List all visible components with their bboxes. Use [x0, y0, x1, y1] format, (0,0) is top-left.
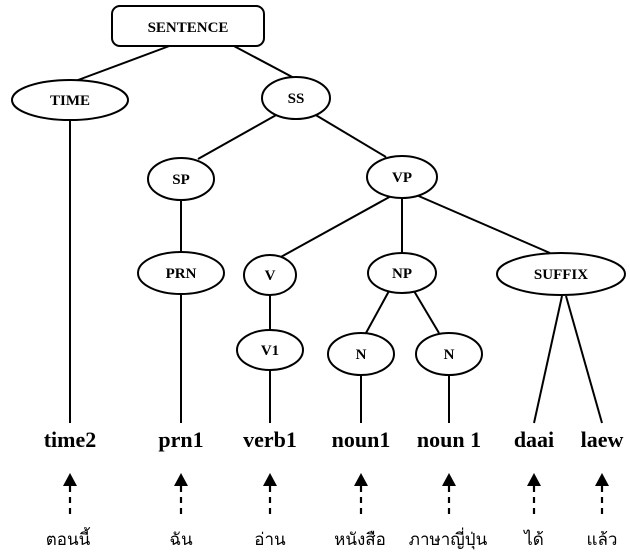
- node-prn: PRN: [137, 251, 225, 295]
- thai-word: ได้: [522, 529, 544, 550]
- node-time: TIME: [11, 79, 129, 121]
- leaf-daai: daai: [514, 427, 554, 452]
- leaf-row: time2 prn1 verb1 noun1 noun 1 daai laew: [44, 427, 624, 452]
- thai-word: อ่าน: [254, 530, 286, 550]
- leaf-laew: laew: [581, 427, 624, 452]
- edge-suffix-daai: [533, 295, 563, 424]
- node-ss-label: SS: [288, 91, 305, 107]
- node-v1: V1: [236, 329, 304, 371]
- mapping-arrows: [63, 473, 609, 514]
- thai-word-row: ตอนนี้ ฉัน อ่าน หนังสือ ภาษาญี่ปุ่น ได้ …: [46, 527, 618, 550]
- edge-ss-vp: [313, 113, 387, 158]
- arrow-up-icon: [63, 473, 77, 514]
- leaf-prn1: prn1: [158, 427, 203, 452]
- leaf-noun1: noun1: [332, 427, 391, 452]
- node-prn-label: PRN: [166, 266, 197, 282]
- node-sentence: SENTENCE: [111, 5, 265, 47]
- node-sp-label: SP: [172, 172, 190, 188]
- node-n-right-label: N: [444, 347, 455, 363]
- edge-vp-suffix: [413, 193, 551, 254]
- edge-sentence-time: [69, 44, 173, 84]
- arrow-up-icon: [595, 473, 609, 514]
- node-sp: SP: [147, 157, 215, 201]
- node-vp-label: VP: [392, 170, 412, 186]
- node-np: NP: [367, 252, 437, 294]
- node-suffix-label: SUFFIX: [534, 267, 588, 283]
- node-v1-label: V1: [261, 343, 279, 359]
- node-vp: VP: [366, 155, 438, 199]
- node-n-left-label: N: [356, 347, 367, 363]
- arrow-up-icon: [174, 473, 188, 514]
- edge-vp-v: [278, 194, 394, 259]
- thai-word: ภาษาญี่ปุ่น: [409, 527, 488, 550]
- edge-np-n-right: [413, 290, 440, 334]
- arrow-up-icon: [527, 473, 541, 514]
- tree-edges: [69, 44, 603, 424]
- thai-word: ตอนนี้: [46, 527, 91, 550]
- node-n-right: N: [415, 332, 483, 376]
- leaf-noun-1: noun 1: [417, 427, 481, 452]
- thai-word: แล้ว: [587, 530, 618, 550]
- arrow-up-icon: [263, 473, 277, 514]
- node-np-label: NP: [392, 266, 412, 282]
- edge-suffix-laew: [565, 295, 603, 424]
- edge-sentence-ss: [231, 44, 297, 80]
- arrow-up-icon: [354, 473, 368, 514]
- node-v: V: [243, 254, 297, 296]
- arrow-up-icon: [442, 473, 456, 514]
- thai-word: ฉัน: [169, 530, 193, 550]
- edge-np-n-left: [365, 290, 390, 334]
- node-ss: SS: [261, 76, 331, 120]
- node-sentence-label: SENTENCE: [148, 20, 229, 36]
- edge-ss-sp: [197, 113, 279, 160]
- leaf-time2: time2: [44, 427, 97, 452]
- thai-word: หนังสือ: [334, 530, 386, 550]
- leaf-verb1: verb1: [243, 427, 297, 452]
- node-suffix: SUFFIX: [496, 252, 626, 296]
- node-n-left: N: [327, 332, 395, 376]
- node-v-label: V: [265, 268, 276, 284]
- node-time-label: TIME: [50, 93, 90, 109]
